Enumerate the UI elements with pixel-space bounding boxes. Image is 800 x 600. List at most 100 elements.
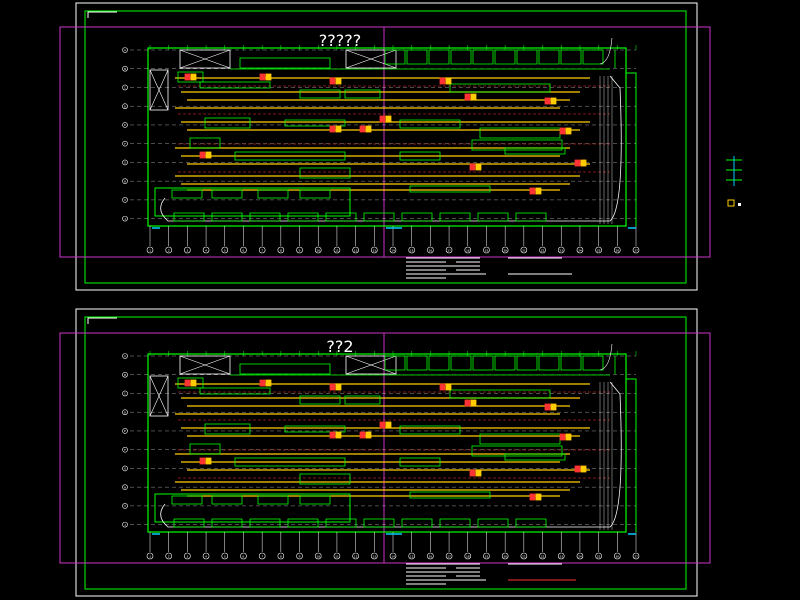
top-room-box — [516, 355, 538, 371]
row-bubble — [122, 215, 128, 222]
grid-number-label: 1 — [149, 249, 151, 253]
grid-number-label: 5 — [224, 249, 226, 253]
corner-curve — [599, 343, 613, 371]
drawing-notes-block — [406, 563, 576, 585]
top-room-box — [494, 49, 516, 65]
machine-box — [299, 473, 351, 485]
grid-bubble — [314, 552, 322, 560]
machine-box — [504, 453, 566, 461]
grid-number-label: 8 — [280, 249, 282, 253]
grid-bubble — [501, 246, 509, 254]
hoist-cross — [345, 355, 397, 375]
storage-rack — [299, 495, 331, 505]
storage-rack — [171, 189, 203, 199]
grid-number-label: 14 — [391, 249, 395, 253]
equipment-block — [445, 77, 452, 85]
equipment-block — [535, 187, 542, 195]
machine-box — [189, 443, 221, 455]
grid-number-label: 18 — [466, 249, 470, 253]
equipment-block — [329, 431, 336, 439]
bottom-rack — [249, 518, 281, 528]
grid-bubble — [614, 246, 621, 254]
row-letter-label: J — [124, 523, 126, 527]
equipment-block — [205, 151, 212, 159]
hoist-bay — [345, 355, 397, 375]
building-outline — [147, 47, 627, 227]
machine-box — [199, 81, 271, 89]
equipment-block — [365, 125, 372, 133]
storage-rack — [171, 495, 203, 505]
return-loop-path — [160, 381, 622, 528]
grid-bubble — [389, 246, 397, 254]
grid-number-label: 1 — [149, 555, 151, 559]
equipment-block — [259, 73, 266, 81]
hoist-cross — [345, 49, 397, 69]
grid-bubble — [184, 246, 191, 254]
stair-well — [149, 375, 169, 417]
bottom-rack — [439, 518, 471, 528]
row-bubble — [122, 84, 128, 91]
grid-number-label: 9 — [299, 249, 301, 253]
equipment-block — [470, 399, 477, 407]
grid-bubble — [277, 552, 285, 560]
grid-number-label: 4 — [205, 555, 207, 559]
grid-bubble — [146, 552, 154, 560]
stair-cross — [149, 375, 169, 417]
grid-bubble — [557, 552, 565, 560]
equipment-block — [329, 383, 336, 391]
grid-bubble — [371, 552, 378, 560]
equipment-block — [265, 73, 272, 81]
equipment-block — [544, 403, 551, 411]
equipment-block — [190, 379, 197, 387]
grid-number-label: 10 — [316, 249, 320, 253]
grid-number-label: 25 — [597, 249, 601, 253]
row-letter-label: B — [124, 373, 126, 377]
grid-number-label: 11 — [335, 555, 339, 559]
grid-number-label: 21 — [522, 555, 526, 559]
machine-box — [204, 117, 251, 129]
row-bubble — [122, 521, 128, 528]
row-letter-label: G — [124, 161, 126, 165]
grid-number-label: 12 — [354, 249, 358, 253]
grid-bubble — [427, 246, 434, 254]
grid-bubble — [333, 246, 341, 254]
storage-rack — [257, 189, 289, 199]
grid-number-label: 16 — [429, 249, 433, 253]
row-bubble — [122, 428, 128, 434]
sheet-title-tab — [87, 317, 117, 324]
row-bubble — [122, 103, 128, 110]
equipment-block — [259, 379, 266, 387]
equipment-block — [439, 383, 446, 391]
stair-well — [149, 69, 169, 111]
machine-box — [399, 151, 441, 161]
top-room-box — [428, 49, 450, 65]
sheet-inner-border — [84, 10, 687, 284]
sheet-title: ??2 — [326, 337, 353, 356]
top-room-box — [384, 49, 406, 65]
row-letter-label: A — [124, 354, 126, 358]
top-long-room — [239, 57, 331, 69]
equipment-block — [535, 493, 542, 501]
machine-box — [399, 119, 461, 129]
drawing-notes-block — [406, 257, 572, 279]
equipment-block — [565, 433, 572, 441]
grid-bubble — [464, 246, 472, 254]
grid-bubble — [258, 552, 266, 560]
equipment-block — [199, 457, 206, 465]
grid-number-label: 3 — [186, 249, 188, 253]
grid-number-label: 11 — [335, 249, 339, 253]
grid-bubble — [595, 246, 602, 254]
grid-number-label: 2 — [168, 555, 170, 559]
bottom-rack — [477, 212, 509, 222]
machine-box — [299, 395, 341, 405]
equipment-block — [445, 383, 452, 391]
grid-bubble — [483, 552, 490, 560]
row-letter-label: E — [124, 123, 126, 127]
grid-number-label: 6 — [243, 555, 245, 559]
grid-number-label: 7 — [261, 555, 263, 559]
machine-box — [284, 119, 346, 127]
grid-bubble — [520, 246, 528, 254]
row-bubble — [122, 371, 128, 378]
hoist-cross — [179, 355, 231, 375]
equipment-block — [359, 431, 366, 439]
